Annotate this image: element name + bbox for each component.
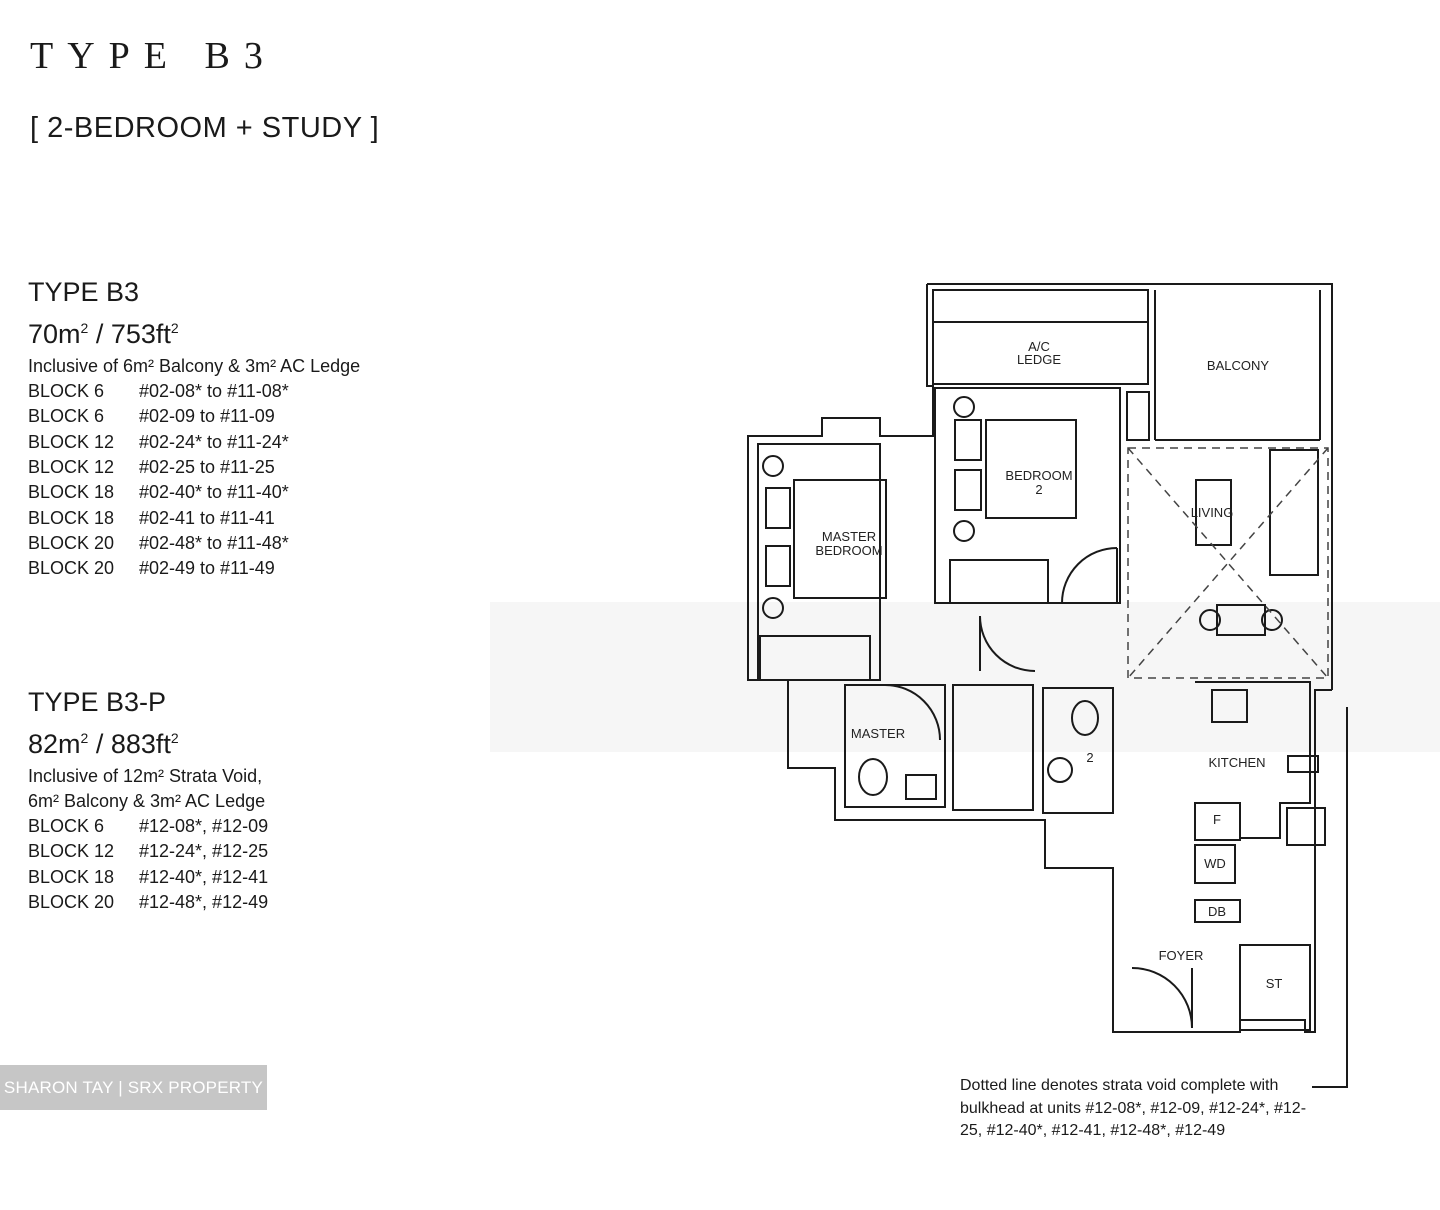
sofa: [1269, 449, 1319, 576]
translucent-band: [490, 602, 1440, 752]
sink: [1211, 689, 1248, 723]
label-kitchen: KITCHEN: [1208, 755, 1265, 770]
wardrobe: [954, 419, 982, 461]
door-swing: [979, 615, 1036, 672]
chair: [1199, 609, 1221, 631]
chair: [1261, 609, 1283, 631]
outer-wall: [927, 283, 1333, 690]
door-swing: [884, 684, 941, 741]
lamp: [762, 597, 784, 619]
spec-type-b3: TYPE B3 70m2 / 753ft2 Inclusive of 6m² B…: [28, 276, 360, 581]
store: [1239, 944, 1311, 1031]
strata-void: [1127, 447, 1329, 679]
label-master-bath: MASTER: [851, 726, 905, 741]
basin: [1047, 757, 1073, 783]
label-ac-ledge: LEDGE: [1017, 352, 1061, 367]
fridge: [1194, 802, 1241, 841]
door-swing: [1131, 967, 1193, 1029]
spec-area: 70m2 / 753ft2: [28, 319, 179, 349]
ac-ledge: [932, 289, 1149, 385]
spec-type-b3p: TYPE B3-P 82m2 / 883ft2 Inclusive of 12m…: [28, 686, 268, 915]
table-row: BLOCK 12#02-25 to #11-25: [28, 457, 275, 478]
unit-subtitle: [ 2-BEDROOM + STUDY ]: [30, 112, 380, 144]
label-bath-2: 2: [1086, 750, 1093, 765]
desk: [949, 559, 1049, 604]
table-row: BLOCK 20#12-48*, #12-49: [28, 892, 269, 913]
table-row: BLOCK 12#02-24* to #11-24*: [28, 431, 289, 452]
spec-area: 82m2 / 883ft2: [28, 729, 179, 759]
table-row: BLOCK 20#02-48* to #11-48*: [28, 532, 289, 553]
table-row: BLOCK 12#12-24*, #12-25: [28, 841, 269, 862]
label-store: ST: [1266, 976, 1283, 991]
unit-table: BLOCK 6#02-08* to #11-08* BLOCK 6#02-09 …: [28, 379, 289, 581]
toilet: [858, 758, 888, 796]
tv-console: [1195, 479, 1232, 546]
spec-type-name: TYPE B3-P: [28, 687, 167, 717]
spec-type-name: TYPE B3: [28, 277, 140, 307]
spec-inclusion: Inclusive of 6m² Balcony & 3m² AC Ledge: [28, 356, 361, 376]
dining-table: [1216, 604, 1266, 636]
outer-wall: [747, 284, 1332, 1033]
table-row: BLOCK 18#02-41 to #11-41: [28, 507, 275, 528]
wardrobe: [759, 635, 871, 681]
master-bath: [844, 684, 946, 808]
lamp: [762, 455, 784, 477]
table-row: BLOCK 6#02-09 to #11-09: [28, 406, 275, 427]
label-living: LIVING: [1191, 505, 1234, 520]
wardrobe: [765, 487, 791, 529]
table-row: BLOCK 6#12-08*, #12-09: [28, 816, 269, 837]
leader-line: [1312, 707, 1348, 1088]
label-master-bedroom: MASTER: [822, 529, 876, 544]
label-ac-ledge: A/C: [1028, 339, 1050, 354]
shower: [1126, 391, 1150, 441]
wardrobe: [954, 469, 982, 511]
label-master-bedroom: BEDROOM: [815, 543, 882, 558]
wardrobe: [765, 545, 791, 587]
table-row: BLOCK 6#02-08* to #11-08*: [28, 381, 289, 402]
lamp: [953, 520, 975, 542]
washer-dryer: [1194, 844, 1236, 884]
void-diagonal: [1127, 447, 1329, 679]
spec-inclusion: Inclusive of 12m² Strata Void,: [28, 766, 263, 786]
void-diagonal: [1127, 447, 1329, 679]
label-db: DB: [1208, 904, 1226, 919]
strata-void-note: Dotted line denotes strata void complete…: [960, 1077, 1307, 1139]
watermark: SHARON TAY | SRX PROPERTY: [0, 1065, 267, 1110]
door-swing: [1061, 547, 1118, 604]
unit-table: BLOCK 6#12-08*, #12-09 BLOCK 12#12-24*, …: [28, 814, 268, 915]
label-balcony: BALCONY: [1207, 358, 1269, 373]
table-row: BLOCK 18#12-40*, #12-41: [28, 866, 269, 887]
bed: [985, 419, 1077, 519]
page-title: TYPE B3: [30, 35, 277, 77]
label-bedroom-2: 2: [1035, 482, 1042, 497]
table-row: BLOCK 18#02-40* to #11-40*: [28, 482, 289, 503]
table-row: BLOCK 20#02-49 to #11-49: [28, 558, 275, 579]
basin: [905, 774, 937, 800]
toilet: [1071, 700, 1099, 736]
bed: [793, 479, 887, 599]
label-washer: WD: [1204, 856, 1226, 871]
db-box: [1194, 899, 1241, 923]
study: [952, 684, 1034, 811]
shower-2: [1286, 807, 1326, 846]
hob: [1287, 755, 1319, 773]
label-foyer: FOYER: [1159, 948, 1204, 963]
spec-inclusion: 6m² Balcony & 3m² AC Ledge: [28, 791, 266, 811]
common-bath: [1042, 687, 1114, 814]
label-fridge: F: [1213, 812, 1221, 827]
label-bedroom-2: BEDROOM: [1005, 468, 1072, 483]
lamp: [953, 396, 975, 418]
